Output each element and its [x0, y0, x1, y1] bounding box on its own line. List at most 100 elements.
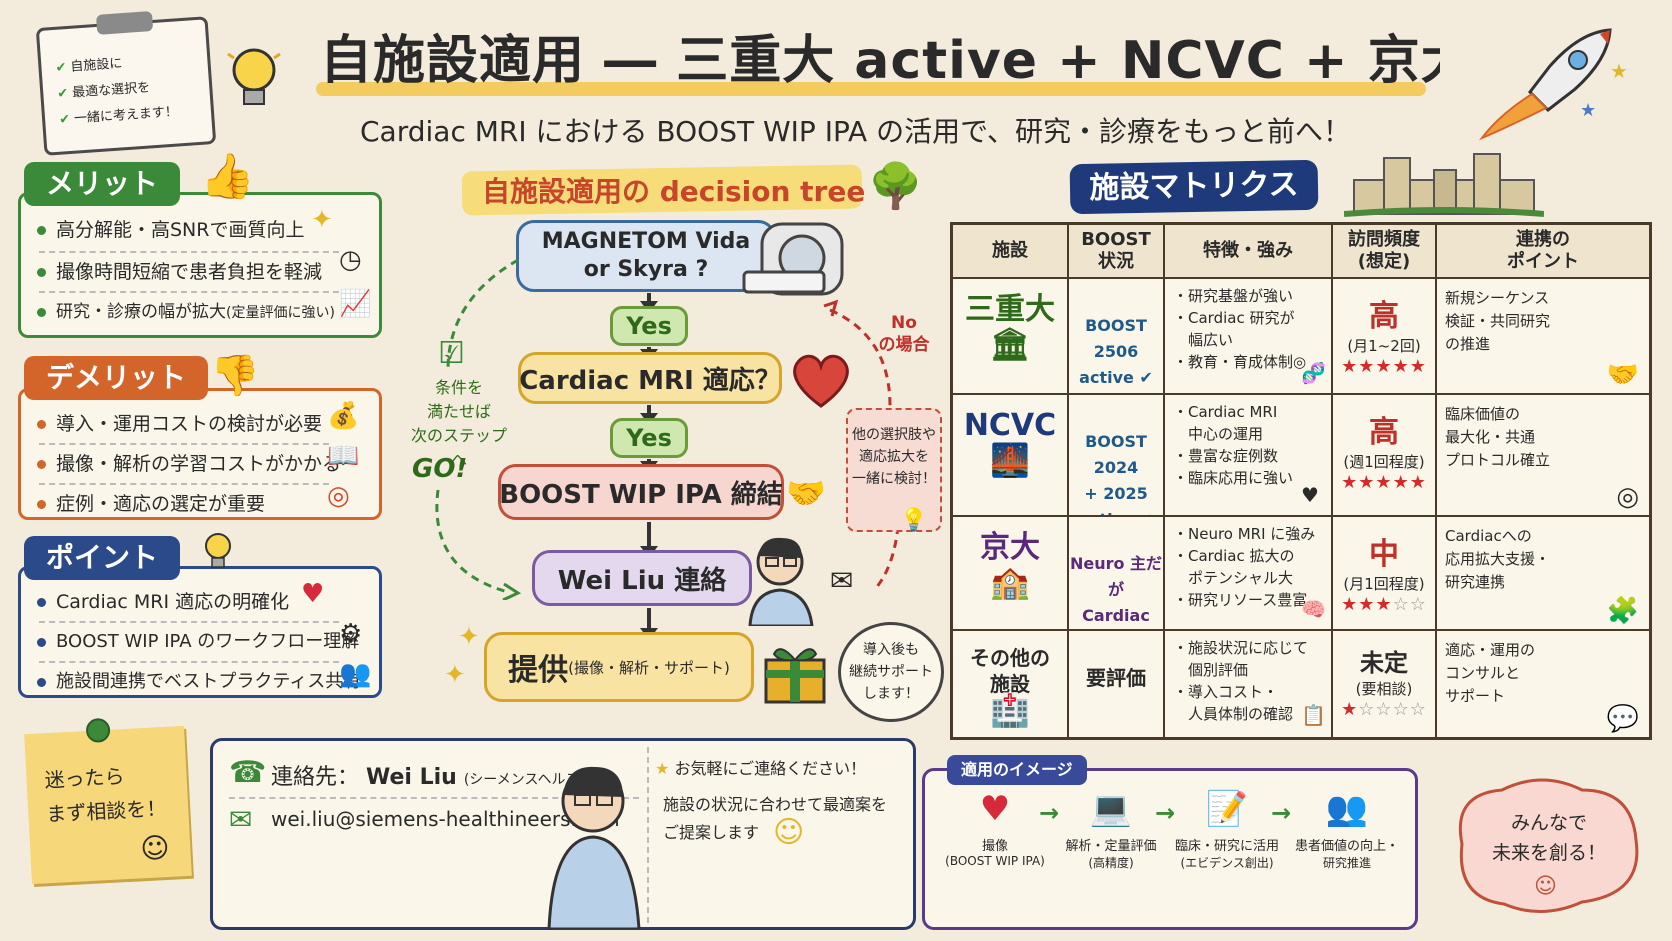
points-label: ポイント	[24, 536, 181, 580]
facility-cell: 京大🏫	[953, 517, 1069, 631]
puzzle-icon: 🧩	[1606, 596, 1639, 626]
alternative-note: 他の選択肢や 適応拡大を 一緒に検討！	[846, 408, 942, 532]
demerit-item: 導入・運用コストの検討が必要	[37, 409, 322, 436]
facility-cell: その他の 施設🏥	[953, 631, 1069, 737]
flow-step: 👥 患者価値の向上・ 研究推進	[1283, 789, 1411, 871]
flow-step: 📝 臨床・研究に活用 (エビデンス創出)	[1163, 789, 1291, 871]
contact-name: Wei Liu	[366, 765, 457, 790]
checkbox-icon: ☑	[438, 336, 465, 371]
people-icon: 👥	[339, 659, 372, 689]
mail-icon: ✉	[229, 803, 253, 836]
dna-icon: 🧬	[1301, 361, 1326, 385]
feature-line: 中心の運用	[1173, 425, 1264, 443]
building-icon: 🏛	[989, 325, 1031, 363]
phone-icon: ☎	[229, 755, 267, 790]
tree-icon: 🌳	[868, 161, 923, 212]
flow-step: 💻 解析・定量評価 (高精度)	[1047, 789, 1175, 871]
mail-icon: ✉	[830, 564, 854, 597]
handshake-icon: 🤝	[1606, 360, 1639, 390]
feature-line: ・教育・育成体制◎	[1173, 353, 1307, 371]
header-frequency: 訪問頻度 (想定)	[1333, 225, 1437, 279]
header-features: 特徴・強み	[1165, 225, 1333, 279]
features-cell: ・Neuro MRI に強み・Cardiac 拡大の ポテンシャル大・研究リソー…	[1165, 517, 1333, 631]
matrix-heading: 施設マトリクス	[1069, 159, 1319, 215]
thumbs-up-icon: 👍	[200, 151, 255, 202]
demerits-label: デメリット	[24, 356, 209, 400]
contact-panel: ☎ 連絡先： Wei Liu (シーメンスヘルスケア) ✉ wei.liu@si…	[210, 738, 916, 930]
tree-node-contact: Wei Liu 連絡	[532, 550, 752, 606]
gift-icon	[764, 648, 826, 704]
link-point-cell: 適応・運用のコンサルとサポート💬	[1445, 641, 1639, 734]
mri-scanner-icon	[742, 222, 844, 296]
feature-line: ・Neuro MRI に強み	[1173, 525, 1316, 543]
clipboard-note: ✔自施設に ✔最適な選択を ✔一緒に考えます！	[35, 11, 217, 156]
flow-step: ♥ 撮像 (BOOST WIP IPA)	[931, 789, 1059, 868]
star-icon: ★	[655, 759, 670, 778]
go-path-arrow	[435, 258, 522, 600]
chat-icon: 💬	[1606, 704, 1639, 734]
thumbs-down-icon: 👎	[210, 353, 260, 399]
sparkle-icon: ✦	[458, 622, 480, 652]
point-item: 施設間連携でベストプラクティス共有	[37, 667, 361, 693]
feature-line: ポテンシャル大	[1173, 569, 1294, 587]
feature-line: ・研究リソース豊富	[1173, 591, 1308, 609]
merits-label: メリット	[24, 162, 181, 206]
rating-stars: ★★★★★	[1341, 356, 1427, 377]
rating-stars: ★☆☆☆☆	[1341, 699, 1427, 720]
people-icon: 👥	[1325, 789, 1369, 829]
application-image-panel: 適用のイメージ ♥ 撮像 (BOOST WIP IPA) → 💻 解析・定量評価…	[922, 755, 1418, 930]
title-highlight	[316, 82, 1426, 96]
smile-icon: ☺	[773, 815, 805, 850]
hospital-icon: 🏥	[990, 691, 1030, 729]
bridge-icon: 🌉	[990, 441, 1030, 479]
flow-arrow-icon: →	[1155, 799, 1176, 827]
facility-cell: 三重大🏛	[953, 279, 1069, 395]
brain-icon: 🧠	[1301, 597, 1326, 621]
page-subtitle: Cardiac MRI における BOOST WIP IPA の活用で、研究・診…	[360, 115, 1351, 148]
feature-line: 幅広い	[1173, 331, 1234, 349]
frequency-cell: 高(月1~2回)★★★★★	[1333, 279, 1437, 395]
tree-node-provide: 提供(撮像・解析・サポート)	[484, 632, 754, 702]
features-cell: ・Cardiac MRI 中心の運用・豊富な症例数・臨床応用に強い	[1165, 395, 1333, 517]
merit-item: 高分解能・高SNRで画質向上	[37, 215, 304, 242]
feature-line: 人員体制の確認	[1173, 705, 1294, 723]
heartbeat-icon: ♥	[979, 789, 1011, 829]
contact-email-link[interactable]: wei.liu@siemens-healthineers.com	[271, 807, 620, 831]
demerits-panel: 導入・運用コストの検討が必要 撮像・解析の学習コストがかかる 症例・適応の選定が…	[18, 388, 382, 520]
frequency-cell: 高(週1回程度)★★★★★	[1333, 395, 1437, 517]
growth-chart-icon: 📈	[339, 289, 372, 319]
clipboard-clip-icon	[95, 11, 154, 35]
feature-line: ・Cardiac 拡大の	[1173, 547, 1295, 565]
header-boost: BOOST 状況	[1069, 225, 1165, 279]
merit-item: 撮像時間短縮で患者負担を軽減	[37, 257, 322, 284]
merit-item: 研究・診療の幅が拡大(定量評価に強い)	[37, 297, 335, 322]
boost-status-cell: Neuro 主だが Cardiac IPA 候補	[1069, 517, 1165, 631]
heart-organ-icon	[793, 354, 849, 408]
header-facility: 施設	[953, 225, 1069, 279]
target-icon: ◎	[327, 481, 350, 511]
person-avatar	[748, 537, 814, 626]
rating-stars: ★★★★★	[1341, 472, 1427, 493]
application-image-label: 適用のイメージ	[947, 755, 1087, 785]
castle-icon	[1344, 153, 1544, 217]
frequency-cell: 未定(要相談)★☆☆☆☆	[1333, 631, 1437, 737]
laptop-icon: 💻	[1089, 789, 1133, 829]
link-point-cell: 臨床価値の最大化・共通プロトコル確立◎	[1437, 395, 1649, 517]
heart-icon: ♥	[1301, 483, 1319, 507]
lightbulb-icon: 💡	[900, 508, 928, 533]
feature-line: ・施設状況に応じて	[1173, 639, 1309, 657]
book-icon: 📖	[327, 441, 360, 471]
flow-arrow-icon: →	[1271, 799, 1292, 827]
flow-arrow-icon: →	[1039, 799, 1060, 827]
lightbulb-icon	[205, 533, 231, 568]
points-panel: Cardiac MRI 適応の明確化 BOOST WIP IPA のワークフロー…	[18, 566, 382, 698]
checklist-icon: 📋	[1301, 703, 1326, 727]
person-avatar	[547, 766, 641, 929]
pin-icon	[85, 717, 111, 744]
demerit-item: 撮像・解析の学習コストがかかる	[37, 449, 341, 476]
condition-note: 条件を 満たせば 次のステップへ	[410, 378, 507, 469]
heart-icon: ♥	[301, 579, 325, 609]
svg-text:★: ★	[1580, 100, 1596, 121]
boost-status-cell: BOOST 2024 + 2025 active ✔	[1069, 395, 1165, 517]
